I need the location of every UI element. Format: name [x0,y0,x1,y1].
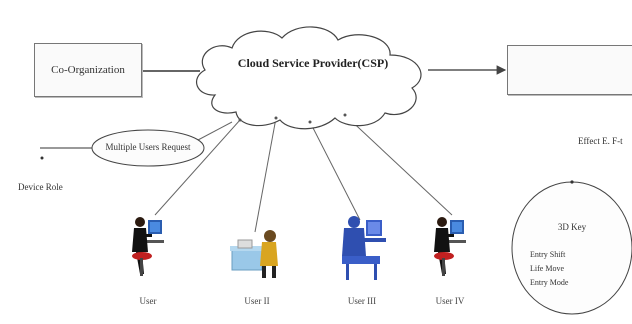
key-item-1: Entry Shift [530,250,566,259]
user1-link [154,119,241,216]
user-2-icon [230,230,278,278]
user-2-label: User II [244,296,270,306]
key-title: 3D Key [557,222,587,232]
key-item-3: Entry Mode [530,278,569,287]
key-list: Entry Shift Life Move Entry Mode [530,248,568,290]
cloud-shape [195,26,422,130]
oval-link [197,121,233,141]
co-organization-box: Co-Organization [34,43,142,97]
key-circle-dot [570,180,574,184]
key-item-2: Life Move [530,264,564,273]
user-4-icon [434,217,466,276]
cloud-title: Cloud Service Provider(CSP) [237,56,389,70]
multiple-users-label: Multiple Users Request [105,142,191,152]
multiple-users-oval [91,129,205,167]
device-role-label: Device Role [18,182,63,192]
right-box [507,45,632,95]
device-dot [40,156,44,160]
user-1-icon [132,217,164,276]
user-3-icon [342,216,386,280]
user2-link [254,117,277,233]
right-side-label: Effect E. F-t [578,136,623,146]
user-3-label: User III [347,296,377,306]
user-1-label: User [139,296,157,306]
user3-link [309,121,361,221]
user-4-label: User IV [435,296,465,306]
user4-link [344,114,453,216]
co-organization-label: Co-Organization [51,64,125,76]
